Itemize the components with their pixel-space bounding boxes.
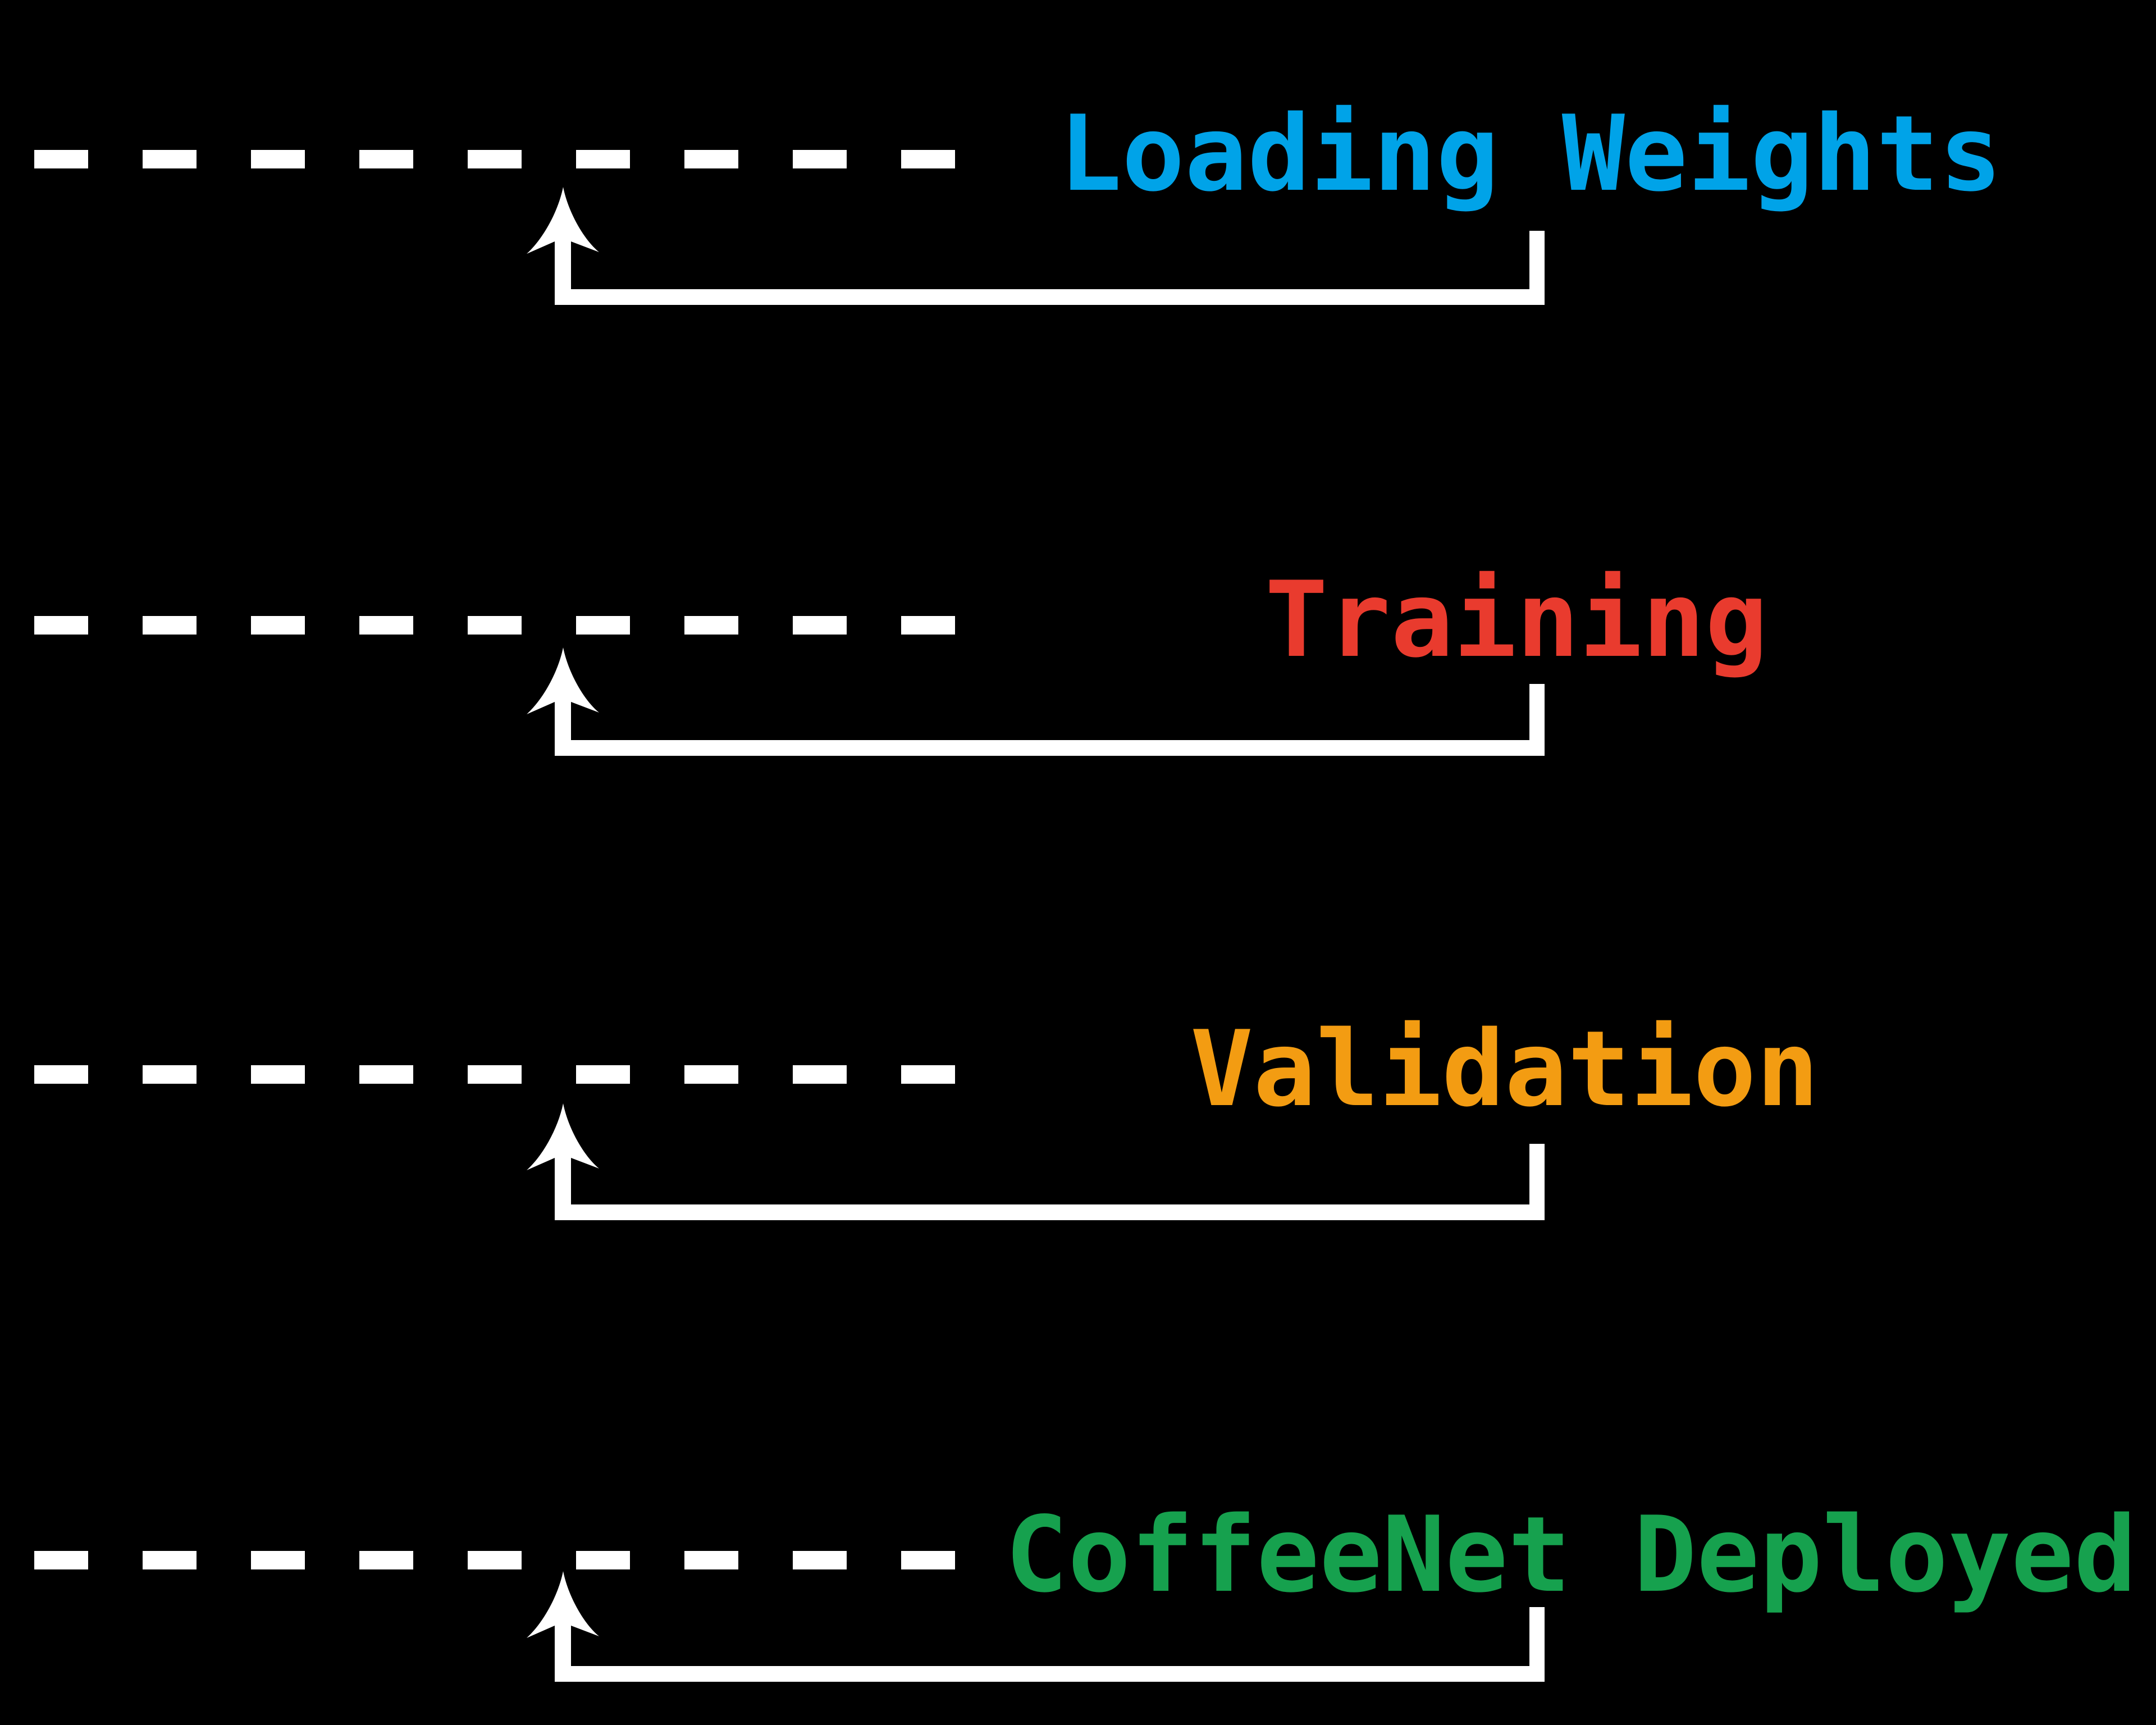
dashed-timeline: [34, 1065, 955, 1084]
arrow-up-icon: [527, 1571, 599, 1682]
bracket-horizontal-line: [555, 1666, 1545, 1682]
bracket-vertical-line: [1529, 684, 1545, 756]
bracket-vertical-line: [1529, 231, 1545, 305]
bracket-horizontal-line: [555, 740, 1545, 756]
dashed-timeline: [34, 1551, 955, 1569]
stage-label: Validation: [1190, 1008, 1819, 1130]
bracket-horizontal-line: [555, 1204, 1545, 1220]
bracket-vertical-line: [1529, 1607, 1545, 1682]
dashed-timeline: [34, 150, 955, 168]
dashed-timeline: [34, 616, 955, 635]
stage-label: Training: [1265, 559, 1768, 681]
stage-label: CoffeeNet Deployed: [1005, 1494, 2137, 1616]
stage-label: Loading Weights: [1059, 93, 2002, 215]
bracket-horizontal-line: [555, 289, 1545, 305]
bracket-vertical-line: [1529, 1144, 1545, 1220]
